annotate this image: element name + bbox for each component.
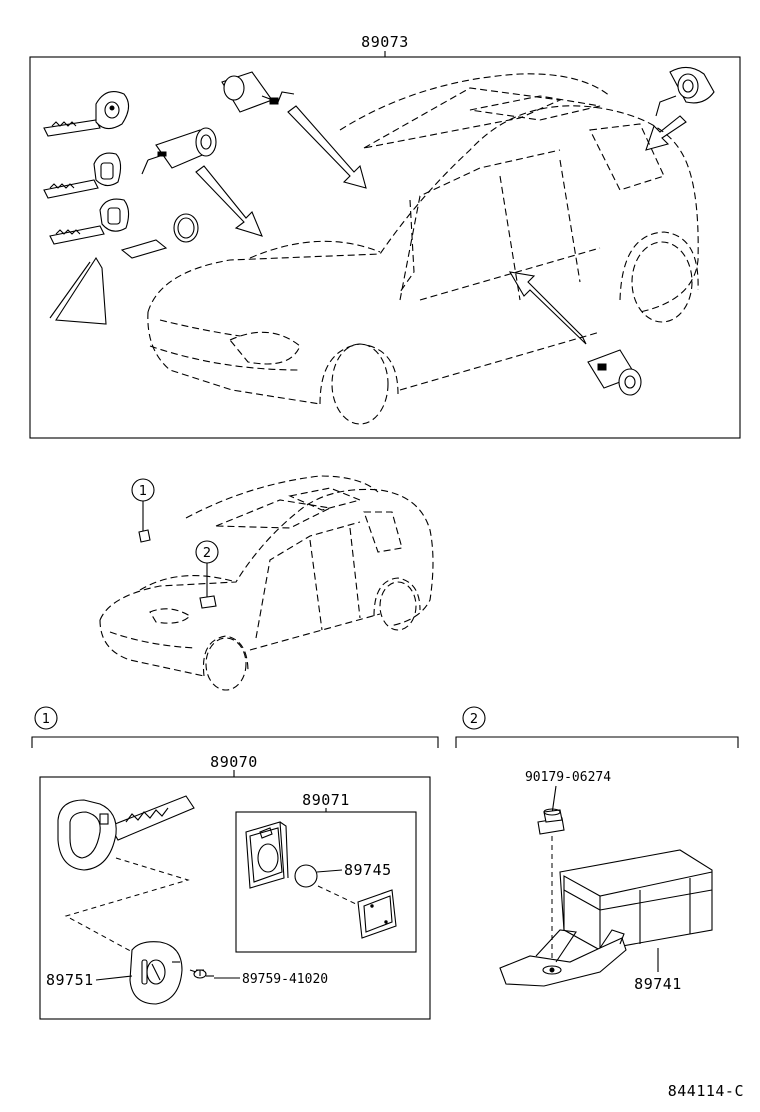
key-head-plate-icon [129, 941, 183, 1005]
vehicle-large-icon [147, 73, 699, 425]
key-set-89070-frame [39, 776, 431, 1020]
drawing-id: 844114-C [668, 1082, 744, 1100]
master-key-icon [57, 795, 195, 871]
label-89070: 89070 [210, 753, 258, 771]
callout-2-text: 2 [203, 546, 211, 561]
door-cylinder-top-icon [221, 71, 295, 113]
module-location-icon [199, 595, 217, 609]
arrow-from-door-icon [508, 271, 587, 345]
immobilizer-module-icon [559, 849, 713, 951]
label-89071: 89071 [302, 791, 350, 809]
vehicle-small-icon [99, 475, 434, 691]
callout-1-text: 1 [139, 484, 147, 499]
label-89741: 89741 [634, 975, 682, 993]
ignition-cylinder-icon [141, 127, 217, 175]
section-2-marker [462, 706, 486, 730]
assembly-89073-panel: 89073 [29, 33, 741, 439]
section-1-number: 1 [42, 712, 50, 727]
transponder-chip-icon [120, 239, 168, 259]
lock-set-89071-frame [235, 811, 417, 953]
mounting-bracket-icon [499, 929, 627, 987]
key-leader-line [64, 857, 190, 955]
arrow-to-door-icon [287, 105, 367, 189]
screw-icon [189, 969, 214, 979]
section-2: 2 90179-06274 89741 [455, 706, 739, 993]
label-90179-06274: 90179-06274 [525, 770, 611, 785]
arrow-to-backdoor-icon [645, 115, 687, 151]
assembly-89073-frame [29, 56, 741, 439]
transponder-chip-icon [357, 889, 397, 939]
key-3-icon [49, 198, 130, 245]
lock-housing-icon [245, 821, 289, 889]
section-1-marker [34, 706, 58, 730]
key-location-icon [138, 529, 151, 543]
label-89073: 89073 [361, 33, 409, 51]
label-89745: 89745 [344, 861, 392, 879]
flange-nut-icon [537, 808, 565, 835]
back-door-cylinder-icon [655, 66, 715, 117]
vehicle-location-view: 1 2 [99, 475, 434, 691]
key-card-icon [55, 256, 107, 325]
arrow-to-ignition-icon [195, 165, 263, 237]
label-89759-41020: 89759-41020 [242, 972, 328, 987]
key-1-icon [43, 91, 130, 137]
section-2-number: 2 [470, 712, 478, 727]
section-1: 1 89070 89751 [31, 706, 439, 1020]
door-cylinder-bottom-icon [587, 349, 642, 396]
section-2-bracket [455, 736, 739, 748]
key-2-icon [43, 152, 122, 199]
label-89751: 89751 [46, 971, 94, 989]
coin-battery-icon [294, 864, 318, 888]
section-1-bracket [31, 736, 439, 748]
